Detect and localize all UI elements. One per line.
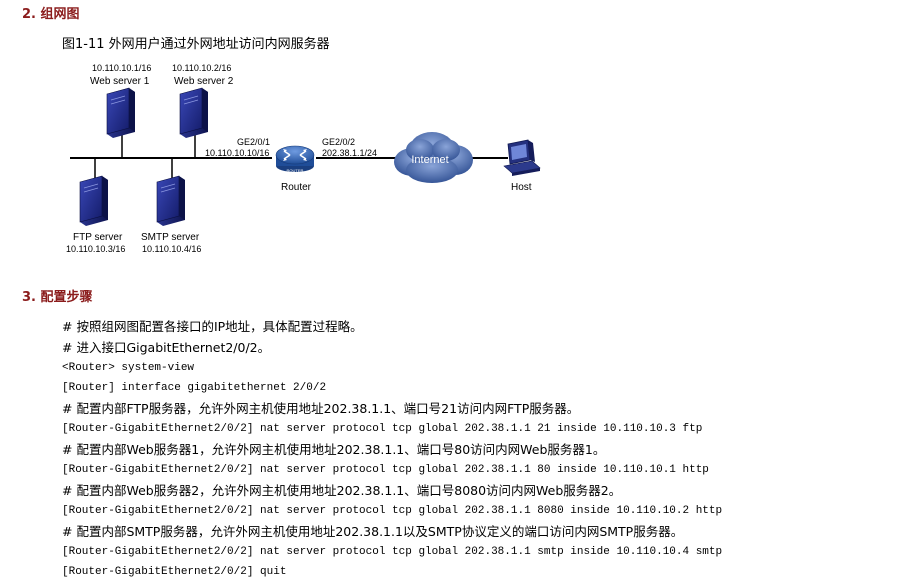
smtp-server-ip: 10.110.10.4/16 [142,244,201,254]
instruction-line: # 进入接口GigabitEthernet2/0/2。 [62,340,271,355]
code-line: [Router-GigabitEthernet2/0/2] nat server… [62,464,709,476]
web-server-2-ip: 10.110.10.2/16 [172,63,231,73]
instruction-line: # 配置内部FTP服务器，允许外网主机使用地址202.38.1.1、端口号21访… [62,401,580,416]
code-line: [Router-GigabitEthernet2/0/2] quit [62,566,287,578]
instruction-line: # 配置内部Web服务器1，允许外网主机使用地址202.38.1.1、端口号80… [62,442,606,457]
router: GE2/0/1 10.110.10.10/16 GE2/0/2 202.38.1… [205,137,377,193]
router-ge201-name: GE2/0/1 [237,137,270,147]
router-badge: ROUTER [287,168,304,173]
web-server-1-name: Web server 1 [90,76,150,87]
instruction-line: # 配置内部SMTP服务器，允许外网主机使用地址202.38.1.1以及SMTP… [62,524,684,539]
host-name: Host [511,182,532,193]
ftp-server: FTP server 10.110.10.3/16 [66,175,125,254]
internet-cloud: Internet [394,132,473,183]
server-icon [106,87,136,139]
instruction-line: # 按照组网图配置各接口的IP地址，具体配置过程略。 [62,319,363,334]
code-line: [Router-GigabitEthernet2/0/2] nat server… [62,423,703,435]
web-server-1: 10.110.10.1/16 Web server 1 [90,63,151,139]
instruction-line: # 配置内部Web服务器2，允许外网主机使用地址202.38.1.1、端口号80… [62,483,622,498]
ftp-server-ip: 10.110.10.3/16 [66,244,125,254]
router-icon: ROUTER [275,145,315,173]
router-name: Router [281,182,312,193]
section-heading-networking: 2. 组网图 [22,7,80,22]
router-ge201-ip: 10.110.10.10/16 [205,148,269,158]
web-server-2-name: Web server 2 [174,76,234,87]
code-line: [Router] interface gigabitethernet 2/0/2 [62,382,327,394]
config-steps: # 按照组网图配置各接口的IP地址，具体配置过程略。 # 进入接口GigabitE… [62,316,902,582]
code-line: [Router-GigabitEthernet2/0/2] nat server… [62,546,723,558]
section-heading-config: 3. 配置步骤 [22,290,93,305]
web-server-1-ip: 10.110.10.1/16 [92,63,151,73]
cloud-icon [394,132,473,183]
web-server-2: 10.110.10.2/16 Web server 2 [172,63,234,139]
server-icon [179,87,209,139]
host: Host [503,139,541,193]
ftp-server-name: FTP server [73,232,123,243]
server-icon [156,175,186,227]
computer-icon [503,139,541,176]
server-icon [79,175,109,227]
router-ge202-name: GE2/0/2 [322,137,355,147]
internet-label: Internet [411,154,448,166]
figure-caption: 图1-11 外网用户通过外网地址访问内网服务器 [62,37,330,52]
smtp-server-name: SMTP server [141,232,200,243]
code-line: [Router-GigabitEthernet2/0/2] nat server… [62,505,723,517]
router-ge202-ip: 202.38.1.1/24 [322,148,377,158]
network-diagram: 10.110.10.1/16 Web server 1 10.110.10.2/… [66,63,541,254]
smtp-server: SMTP server 10.110.10.4/16 [141,175,201,254]
code-line: <Router> system-view [62,362,195,374]
